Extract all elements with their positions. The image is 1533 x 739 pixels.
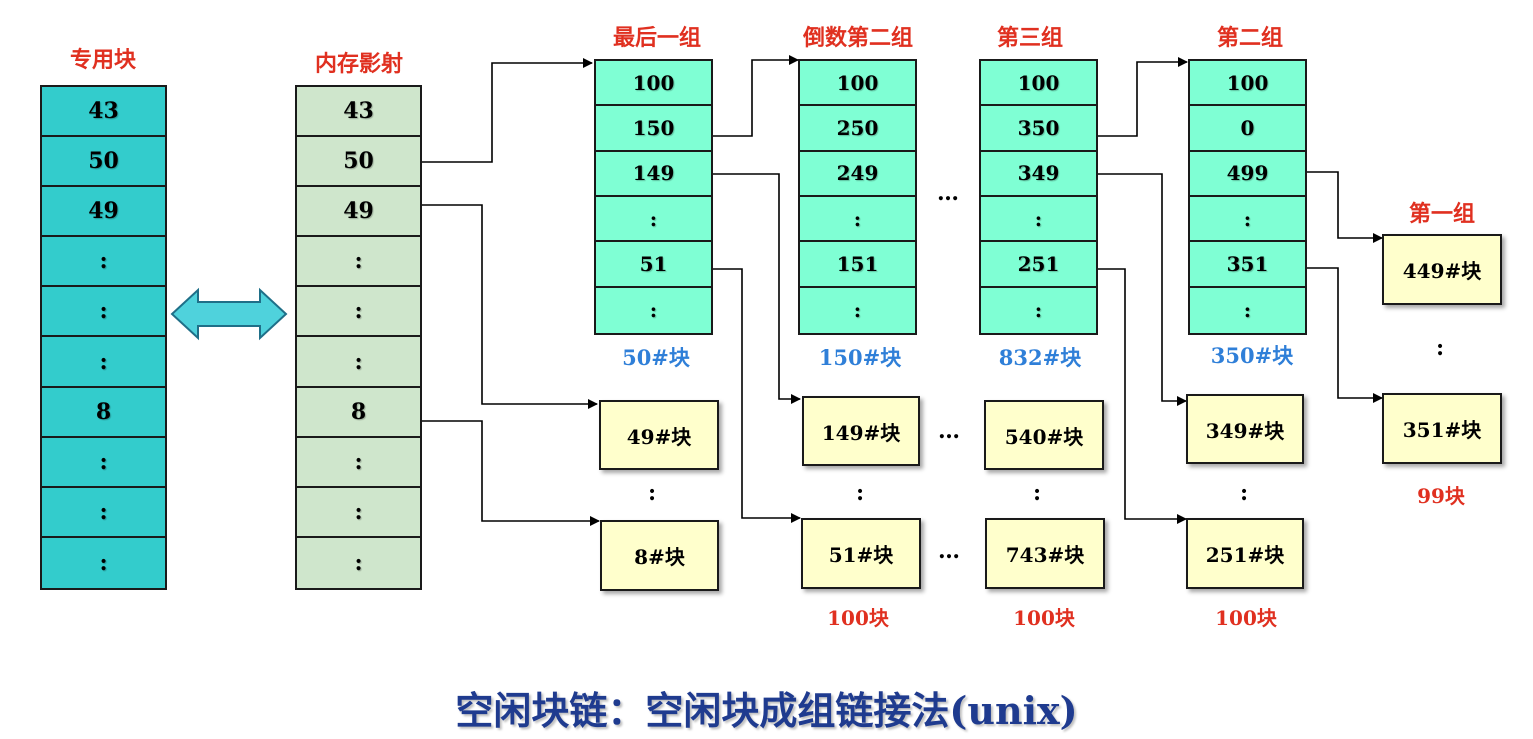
memory-image-cell: 8 (297, 387, 420, 438)
group-third-cell: 100 (981, 61, 1096, 107)
data-block-449: 449#块 (1382, 234, 1502, 305)
data-block-149: 149#块 (802, 396, 920, 466)
group-second-last-cell: : (800, 196, 915, 243)
groups-ellipsis: … (937, 180, 959, 206)
memory-image-cell: : (297, 237, 420, 288)
data-block-743: 743#块 (985, 518, 1105, 589)
group-third-cell: 251 (981, 242, 1096, 288)
header-memory-image: 内存影射 (314, 51, 404, 77)
block-label-last: 50#块 (622, 345, 690, 370)
special-block-cell: : (42, 437, 165, 488)
vertical-ellipsis-last: : (647, 480, 657, 506)
special-block-cell: : (42, 237, 165, 288)
group-last-cell: : (596, 287, 711, 333)
group-third-cell: 350 (981, 106, 1096, 152)
count-second-last: 100块 (827, 606, 889, 630)
memory-image-cell: 43 (297, 87, 420, 138)
block-label-second-last: 150#块 (818, 345, 902, 370)
group-second-last-cell: 249 (800, 151, 915, 197)
group-second-cell: 0 (1190, 106, 1305, 152)
horizontal-ellipsis-upper: … (938, 418, 960, 444)
count-third: 100块 (1013, 606, 1075, 630)
group-last-cell: 100 (596, 61, 711, 107)
group-second-last-cell: : (800, 287, 915, 333)
group-second-cell: : (1190, 196, 1305, 243)
memory-image-cell: 49 (297, 187, 420, 238)
link-third251-to-b251 (1097, 268, 1187, 524)
link-third350-to-second (1097, 57, 1188, 137)
memory-image-cell: 50 (297, 137, 420, 188)
memory-image-cell: : (297, 537, 420, 588)
memory-image-cell: : (297, 437, 420, 488)
block-label-third: 832#块 (998, 345, 1082, 370)
link-last150-to-secondlast (712, 55, 799, 137)
data-block-251: 251#块 (1186, 518, 1304, 589)
group-second-last-cell: 151 (800, 242, 915, 288)
special-block-cell: 43 (42, 87, 165, 138)
special-block-cell: : (42, 337, 165, 388)
vertical-ellipsis-second-last: : (855, 480, 865, 506)
group-third-cell: : (981, 196, 1096, 243)
data-block-51: 51#块 (801, 518, 921, 589)
group-second-cell: 351 (1190, 242, 1305, 288)
vertical-ellipsis-first: : (1435, 335, 1445, 361)
header-first-group: 第一组 (1408, 201, 1476, 227)
group-third-cell: : (981, 287, 1096, 333)
group-last-cell: : (596, 196, 711, 243)
special-block-cell: 50 (42, 137, 165, 188)
memory-image-cell: : (297, 337, 420, 388)
group-second-cell: : (1190, 287, 1305, 333)
data-block-349: 349#块 (1186, 394, 1304, 464)
sync-double-arrow (170, 287, 288, 341)
special-block-cell: : (42, 537, 165, 588)
vertical-ellipsis-third: : (1032, 480, 1042, 506)
data-block-49: 49#块 (599, 400, 719, 470)
horizontal-ellipsis-lower: … (938, 538, 960, 564)
group-last-cell: 150 (596, 106, 711, 152)
special-block-cell: 49 (42, 187, 165, 238)
special-block-cell: 8 (42, 387, 165, 438)
group-second-cell: 499 (1190, 151, 1305, 197)
link-third349-to-b349 (1097, 173, 1187, 406)
vertical-ellipsis-second: : (1239, 480, 1249, 506)
header-third-group: 第三组 (996, 25, 1064, 51)
data-block-351: 351#块 (1382, 393, 1502, 464)
diagram-title: 空闲块链：空闲块成组链接法(unix) (455, 688, 1078, 733)
link-mem50-to-last (421, 58, 593, 163)
memory-image-cell: : (297, 487, 420, 538)
count-first: 99块 (1417, 484, 1465, 508)
link-mem8-to-b8 (421, 420, 600, 526)
special-block-cell: : (42, 487, 165, 538)
link-second351-to-b351 (1307, 267, 1383, 403)
group-second-last-cell: 250 (800, 106, 915, 152)
link-last149-to-b149 (712, 173, 801, 404)
group-second-cell: 100 (1190, 61, 1305, 107)
header-second-group: 第二组 (1216, 25, 1284, 51)
group-last-cell: 51 (596, 242, 711, 288)
group-third-cell: 349 (981, 151, 1096, 197)
memory-image-cell: : (297, 287, 420, 338)
data-block-540: 540#块 (984, 400, 1104, 470)
group-second-last-cell: 100 (800, 61, 915, 107)
header-last-group: 最后一组 (612, 25, 702, 51)
count-second: 100块 (1215, 606, 1277, 630)
link-mem49-to-b49 (421, 204, 598, 409)
special-block-cell: : (42, 287, 165, 338)
link-last51-to-b51 (712, 268, 801, 523)
group-last-cell: 149 (596, 151, 711, 197)
header-second-last-group: 倒数第二组 (802, 25, 914, 51)
block-label-second: 350#块 (1210, 343, 1294, 368)
link-second499-to-b449 (1307, 171, 1383, 243)
data-block-8: 8#块 (600, 520, 719, 591)
header-special-block: 专用块 (69, 47, 137, 73)
